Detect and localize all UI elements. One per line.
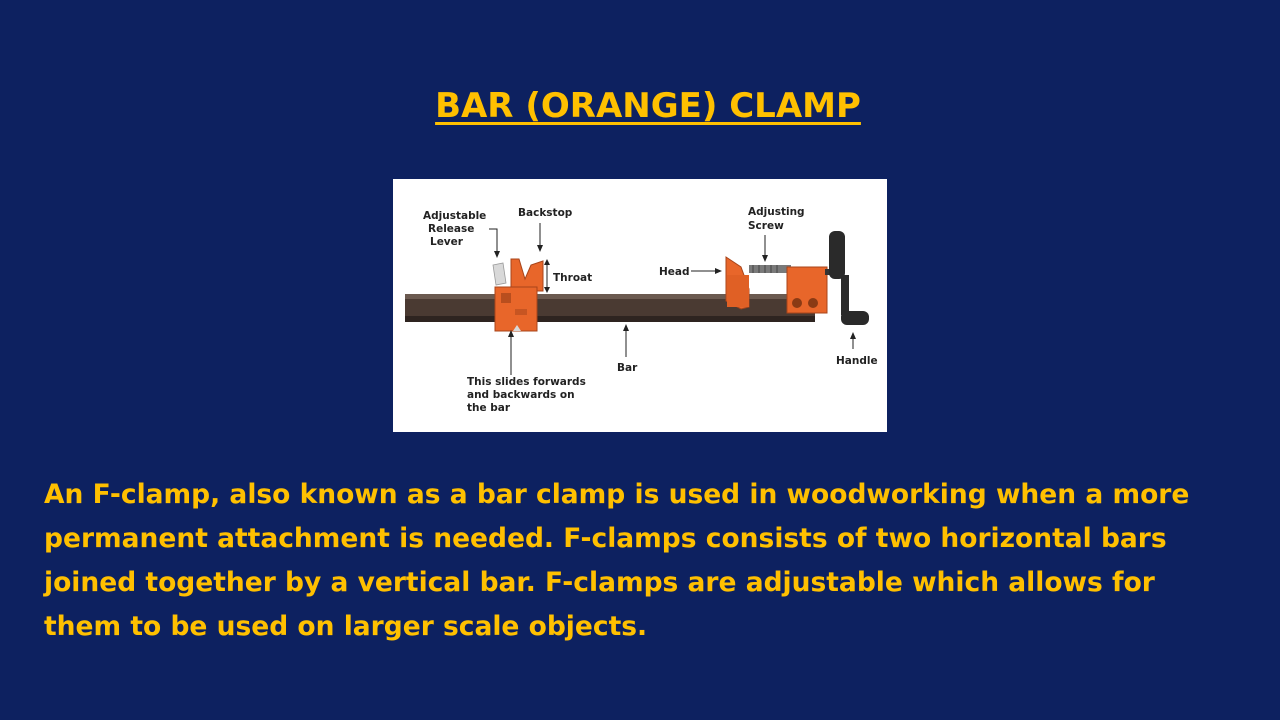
head-jaw: [725, 256, 750, 310]
release-lever: [492, 262, 507, 286]
slide-title: BAR (ORANGE) CLAMP: [435, 86, 861, 126]
label-handle: Handle: [836, 355, 878, 367]
label-head: Head: [659, 266, 690, 278]
bar-clamp-illustration: Adjustable Release Lever Backstop Throat…: [405, 206, 878, 414]
label-release-lever-2: Release: [428, 223, 474, 235]
leader-arrows: [489, 223, 856, 375]
backstop-jaw: [494, 258, 544, 332]
adjusting-screw: [749, 265, 791, 273]
label-slides-3: the bar: [467, 402, 511, 414]
body-paragraph: An F-clamp, also known as a bar clamp is…: [44, 479, 1190, 642]
label-adjusting-2: Screw: [748, 220, 784, 232]
label-throat: Throat: [553, 272, 592, 284]
label-release-lever-1: Adjustable: [423, 210, 486, 222]
clamp-handle: [825, 231, 869, 325]
screw-housing: [786, 266, 828, 314]
bar-clamp-diagram: Adjustable Release Lever Backstop Throat…: [393, 179, 887, 432]
label-slides-1: This slides forwards: [467, 376, 586, 388]
label-adjusting-1: Adjusting: [748, 206, 805, 218]
label-bar: Bar: [617, 362, 638, 374]
label-release-lever-3: Lever: [430, 236, 464, 248]
label-slides-2: and backwards on: [467, 389, 575, 401]
label-backstop: Backstop: [518, 207, 573, 219]
clamp-bar: [405, 294, 815, 322]
